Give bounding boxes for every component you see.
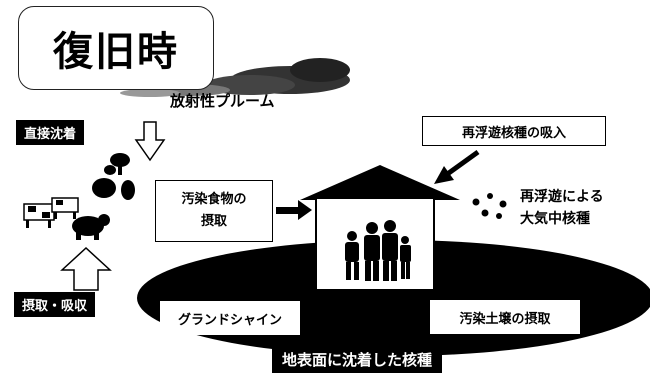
contaminated-soil-box: 汚染土壌の摂取 (430, 300, 580, 334)
contaminated-food-line1: 汚染食物の (181, 192, 247, 207)
bear-icon (72, 214, 110, 240)
atmospheric-nuclides-label: 再浮遊による 大気中核種 (520, 186, 604, 230)
resuspended-inhalation-box: 再浮遊核種の吸入 (422, 116, 606, 146)
atmospheric-particles-icon (472, 193, 507, 219)
intake-arrow (60, 246, 112, 291)
inhalation-arrow (434, 149, 480, 184)
cows-icon (23, 197, 79, 228)
food-to-house-arrow (276, 200, 312, 220)
title-box: 復旧時 (18, 6, 214, 90)
page-title: 復旧時 (53, 29, 179, 75)
contaminated-food-line2: 摂取 (200, 214, 227, 229)
direct-deposition-label: 直接沈着 (16, 120, 85, 145)
atmospheric-line1: 再浮遊による (520, 189, 604, 205)
contaminated-food-box: 汚染食物の 摂取 (155, 180, 273, 242)
groundshine-box: グランドシャイン (160, 301, 300, 335)
surface-deposited-label: 地表面に沈着した核種 (272, 346, 443, 373)
family-silhouette-icon (345, 220, 411, 281)
deposition-arrow (134, 121, 166, 162)
plume-label: 放射性プルーム (170, 92, 275, 110)
atmospheric-line2: 大気中核種 (520, 211, 590, 227)
intake-absorption-label: 摂取・吸収 (14, 292, 96, 317)
food-items-icon (92, 153, 135, 200)
